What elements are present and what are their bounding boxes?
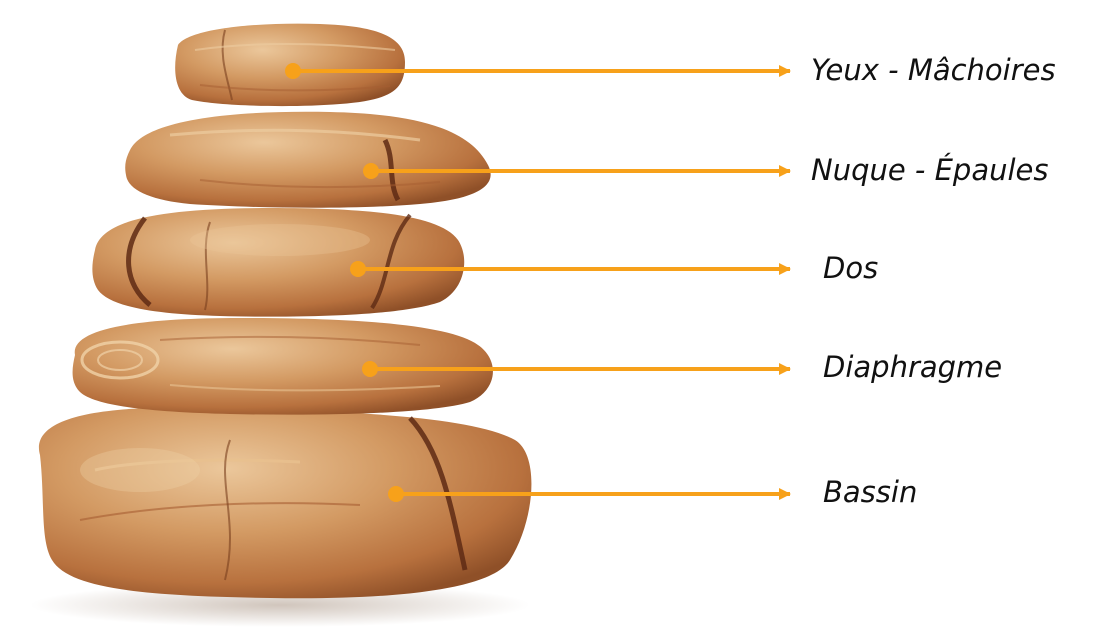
label-nuque-epaules: Nuque - Épaules <box>811 156 1049 185</box>
stone-nuque-epaules <box>125 112 490 208</box>
stone-bassin <box>39 408 532 599</box>
stone-diaphragme <box>73 318 493 415</box>
label-diaphragme: Diaphragme <box>823 353 1002 382</box>
connector-dot <box>388 486 404 502</box>
connector-dot <box>285 63 301 79</box>
label-bassin: Bassin <box>823 478 917 507</box>
stone-dos <box>92 208 464 317</box>
connector-dot <box>362 361 378 377</box>
label-yeux-machoires: Yeux - Mâchoires <box>811 56 1056 85</box>
connector-dot <box>363 163 379 179</box>
label-dos: Dos <box>823 254 878 283</box>
connector-dot <box>350 261 366 277</box>
